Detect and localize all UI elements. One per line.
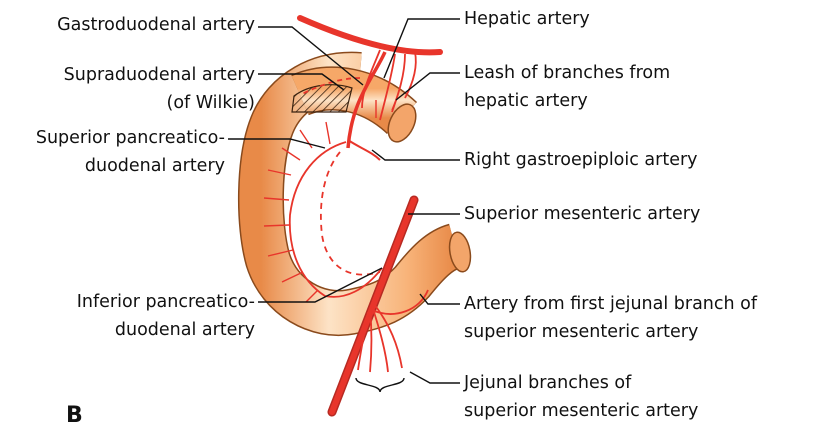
leader-jejunal xyxy=(410,372,460,383)
label-first-jejunal-branch-line1: Artery from first jejunal branch of xyxy=(464,293,757,315)
label-supraduodenal-artery: Supraduodenal artery xyxy=(64,64,255,86)
label-gastroduodenal-artery: Gastroduodenal artery xyxy=(57,14,255,36)
label-inferior-pancreaticoduodenal-line1: Inferior pancreatico- xyxy=(77,291,255,313)
jejunal-brace xyxy=(356,378,404,392)
posterior-pd-arcade xyxy=(321,152,380,275)
label-leash-line1: Leash of branches from xyxy=(464,62,670,84)
label-superior-pancreaticoduodenal-line2: duodenal artery xyxy=(85,155,225,177)
label-inferior-pancreaticoduodenal-line2: duodenal artery xyxy=(115,319,255,341)
panel-letter: B xyxy=(66,405,83,423)
label-leash-line2: hepatic artery xyxy=(464,90,588,112)
label-superior-mesenteric-artery: Superior mesenteric artery xyxy=(464,203,700,225)
label-right-gastroepiploic-artery: Right gastroepiploic artery xyxy=(464,149,698,171)
label-jejunal-branches-line2: superior mesenteric artery xyxy=(464,400,698,422)
hepatic-artery xyxy=(300,18,440,52)
label-first-jejunal-branch-line2: superior mesenteric artery xyxy=(464,321,698,343)
label-supraduodenal-of-wilkie: (of Wilkie) xyxy=(167,92,256,114)
right-gastroepiploic-vessel xyxy=(348,140,380,160)
label-jejunal-branches-line1: Jejunal branches of xyxy=(464,372,631,394)
leader-hepatic xyxy=(384,19,460,78)
leader-right-gastroepiploic xyxy=(372,150,460,160)
label-hepatic-artery: Hepatic artery xyxy=(464,8,590,30)
label-superior-pancreaticoduodenal-line1: Superior pancreatico- xyxy=(36,127,225,149)
